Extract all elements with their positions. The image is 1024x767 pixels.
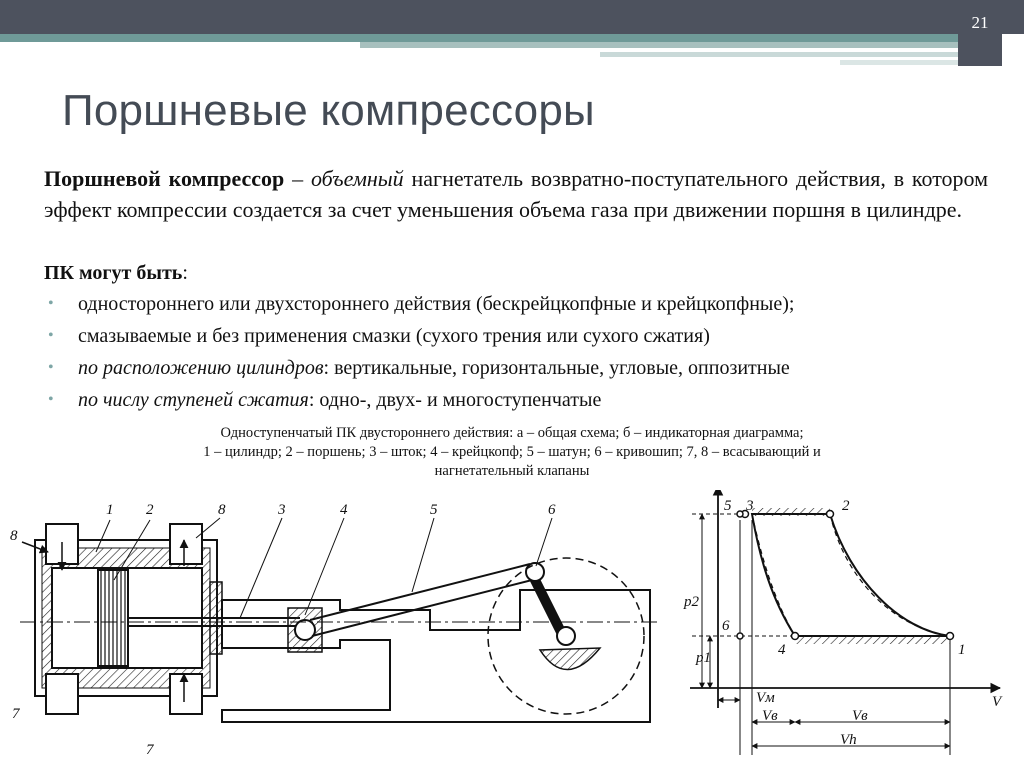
point-1-label: 1 <box>958 642 966 658</box>
piston <box>97 569 129 667</box>
header-accent-stripe <box>0 34 1000 42</box>
bullet-icon: • <box>48 295 54 312</box>
label-1: 1 <box>106 502 114 518</box>
list-item-text: : вертикальные, горизонтальные, угловые,… <box>323 357 790 379</box>
indicator-cycle <box>750 513 951 637</box>
leader-line <box>95 519 111 553</box>
crank-pin <box>525 562 545 582</box>
crankshaft <box>556 626 576 646</box>
bullet-icon: • <box>48 391 54 408</box>
label-6: 6 <box>548 502 556 518</box>
label-7: 7 <box>146 742 155 758</box>
list-item: • по расположению цилиндров: вертикальные… <box>44 354 1004 386</box>
frame <box>221 589 651 723</box>
label-8: 8 <box>10 528 18 544</box>
leader-line <box>411 517 435 593</box>
flow-arrow <box>21 541 49 554</box>
list-item: • смазываемые и без применения смазки (су… <box>44 322 1004 354</box>
compressor-scheme <box>20 517 660 723</box>
label-2: 2 <box>146 502 154 518</box>
vv-label: Vв <box>762 708 778 724</box>
label-8: 8 <box>218 502 226 518</box>
leader-line <box>195 517 221 539</box>
list-heading-colon: : <box>182 262 188 284</box>
p1-label: p1 <box>695 650 711 666</box>
definition-dash: – <box>292 166 304 191</box>
scheme-labels: 1 2 3 4 5 6 8 8 7 7 <box>10 502 556 758</box>
indicator-labels: p V 5 3 2 6 4 1 p2 p1 Vм Vв Vв Vh <box>683 498 1003 748</box>
vh-label: Vh <box>840 732 857 748</box>
valve-chamber-bottom-left <box>45 673 79 715</box>
point-3-label: 3 <box>745 498 754 514</box>
list-item-italic: по числу ступеней сжатия <box>78 389 309 411</box>
point-2-label: 2 <box>842 498 850 514</box>
bullet-icon: • <box>48 327 54 344</box>
caption-line: Одноступенчатый ПК двустороннего действи… <box>220 425 804 441</box>
leader-line <box>239 517 283 619</box>
bullet-icon: • <box>48 359 54 376</box>
caption-line: 1 – цилиндр; 2 – поршень; 3 – шток; 4 – … <box>203 444 821 460</box>
definition-italic: объемный <box>310 166 404 191</box>
label-5: 5 <box>430 502 438 518</box>
label-3: 3 <box>277 502 286 518</box>
caption-line: нагнетательный клапаны <box>434 463 590 479</box>
point-4-label: 4 <box>778 642 786 658</box>
list-heading-bold: ПК могут быть <box>44 262 183 284</box>
list-item-text: : одно-, двух- и многоступенчатые <box>308 389 602 411</box>
label-4: 4 <box>340 502 348 518</box>
header-accent-stripe <box>360 42 1000 48</box>
header-accent-stripe <box>600 52 1000 57</box>
level-6-label: 6 <box>722 618 730 634</box>
leader-line <box>304 517 345 616</box>
header-accent-stripe <box>840 60 1000 65</box>
counterweight <box>538 647 602 671</box>
list-item-text: одностороннего или двухстороннего действ… <box>78 293 795 315</box>
list-item-text: смазываемые и без применения смазки (сух… <box>78 325 710 347</box>
definition-text: нагнетатель возвратно-поступательного де… <box>44 166 989 222</box>
definition-term: Поршневой компрессор <box>44 166 285 191</box>
suction-hatch <box>795 636 950 644</box>
leader-line <box>113 519 151 581</box>
crosshead-pin <box>294 619 316 641</box>
slide-title: Поршневые компрессоры <box>62 86 595 135</box>
level-5-label: 5 <box>724 498 732 514</box>
slide-number: 21 <box>958 0 1002 66</box>
p2-label: p2 <box>683 594 700 610</box>
leader-line <box>535 517 553 567</box>
valve-chamber-bottom-right <box>169 673 203 715</box>
vv-label: Vв <box>852 708 868 724</box>
indicator-diagram <box>690 490 1002 755</box>
v-axis-label: V <box>992 694 1003 710</box>
compressor-figure: 1 2 3 4 5 6 8 8 7 7 <box>10 490 1003 758</box>
figure-caption: Одноступенчатый ПК двустороннего действи… <box>92 424 932 481</box>
definition-paragraph: Поршневой компрессор – объемный нагнетат… <box>44 163 988 225</box>
vm-label: Vм <box>756 690 775 706</box>
feature-list: • одностороннего или двухстороннего дейст… <box>44 290 1004 418</box>
list-item: • по числу ступеней сжатия: одно-, двух- … <box>44 386 1004 418</box>
header-band <box>0 0 1024 34</box>
list-item: • одностороннего или двухстороннего дейст… <box>44 290 1004 322</box>
label-7: 7 <box>12 706 21 722</box>
list-heading: ПК могут быть: <box>44 262 188 285</box>
discharge-hatch <box>752 508 830 516</box>
valve-chamber-top-right <box>169 523 203 565</box>
connecting-rod <box>309 563 531 621</box>
crank-circle <box>487 557 645 715</box>
list-item-italic: по расположению цилиндров <box>78 357 324 379</box>
